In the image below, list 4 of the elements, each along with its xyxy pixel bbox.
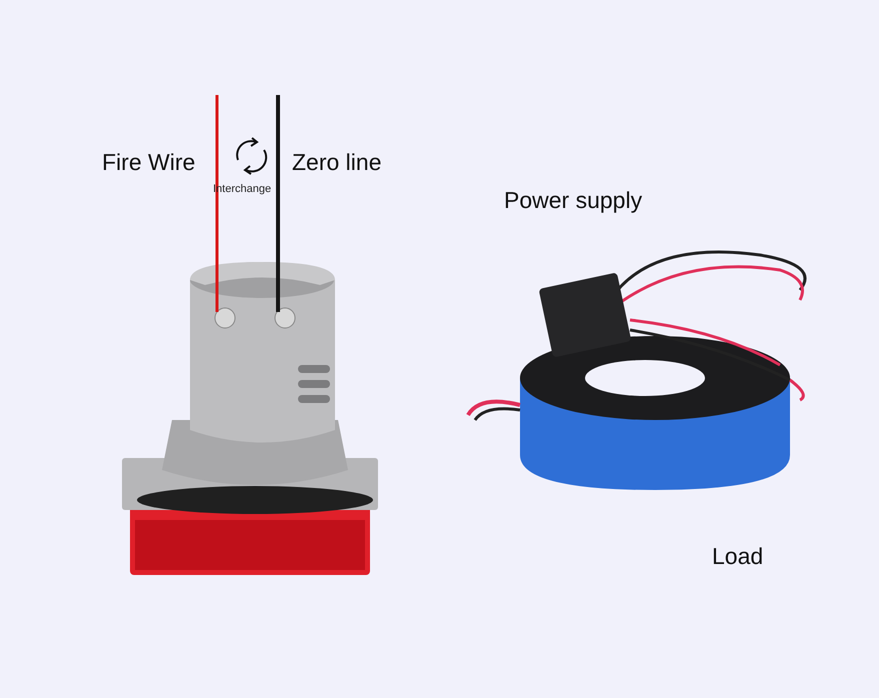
caption-text: Load bbox=[712, 545, 764, 568]
wire-label: Zero line bbox=[292, 151, 382, 174]
wire-label: Fire Wire bbox=[102, 151, 196, 174]
caption-text: Power supply bbox=[504, 189, 642, 212]
